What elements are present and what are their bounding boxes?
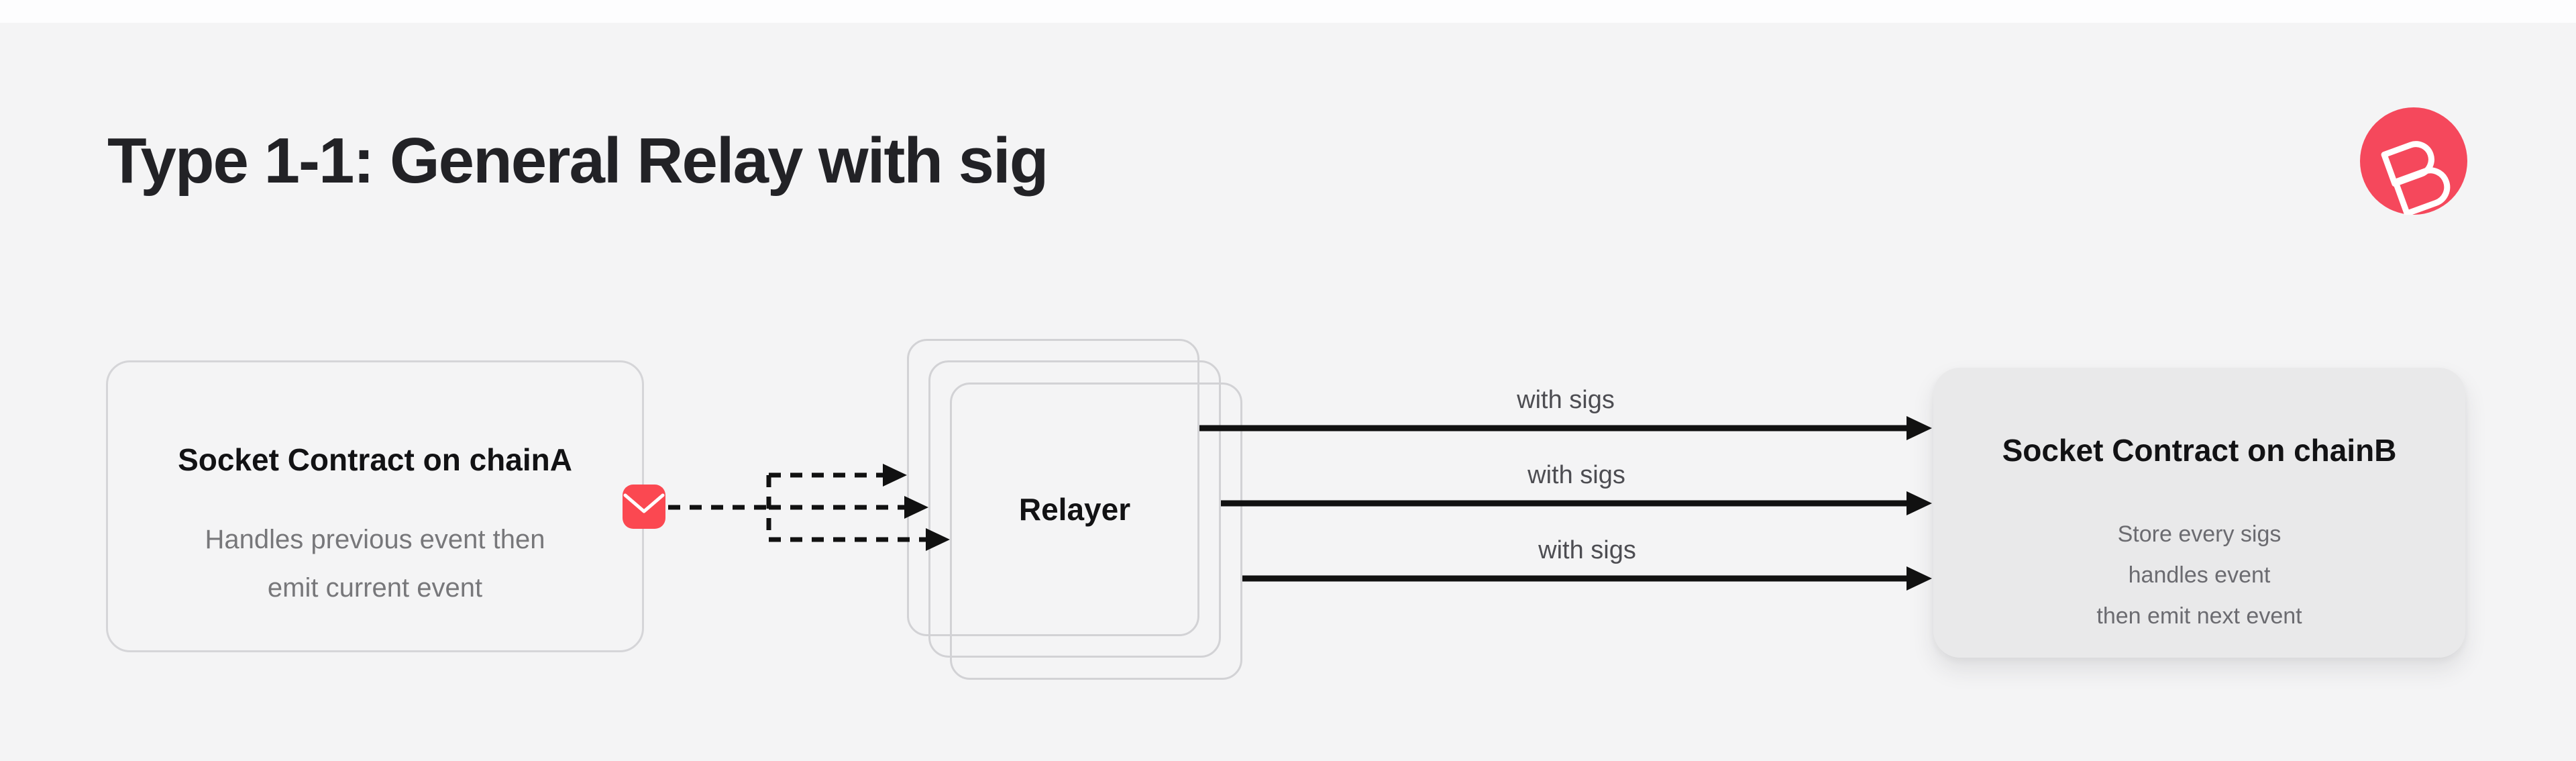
chain-a-title: Socket Contract on chainA [178, 442, 572, 477]
relayer-label: Relayer [1018, 491, 1131, 527]
with-sigs-label-1: with sigs [1517, 386, 1615, 414]
arrowhead-dashed-middle [904, 496, 928, 519]
chain-a-description: Handles previous event then emit current… [108, 515, 642, 612]
mail-flap-icon [623, 493, 665, 513]
chain-b-title: Socket Contract on chainB [2002, 433, 2397, 468]
chain-b-desc-line-3: then emit next event [2096, 603, 2302, 629]
chain-a-desc-line-2: emit current event [267, 573, 483, 603]
relayer-box-middle [928, 360, 1221, 658]
solid-arrowheads [1907, 416, 1932, 591]
dashed-connector-lines [668, 472, 926, 542]
chain-b-desc-line-1: Store every sigs [2117, 521, 2282, 547]
chain-b-description: Store every sigs handles event then emit… [1933, 514, 2465, 637]
brand-logo-icon [2360, 107, 2467, 217]
arrowhead-dashed-bottom [926, 528, 950, 551]
dashed-arrowheads [883, 464, 950, 551]
with-sigs-label-3: with sigs [1538, 536, 1636, 564]
relayer-box-front [950, 383, 1242, 680]
with-sigs-label-2: with sigs [1527, 461, 1625, 489]
arrowhead-solid-top [1907, 416, 1932, 440]
arrowhead-solid-bottom [1907, 566, 1932, 591]
chain-b-box: Socket Contract on chainB Store every si… [1933, 368, 2465, 658]
relayer-box-back [907, 339, 1199, 636]
mail-envelope-icon [623, 485, 665, 529]
arrowhead-solid-middle [1907, 491, 1932, 515]
chain-b-desc-line-2: handles event [2128, 562, 2271, 588]
chain-a-desc-line-1: Handles previous event then [205, 525, 545, 554]
brand-logo [2360, 107, 2467, 217]
solid-connector-lines [1199, 425, 1908, 582]
arrowhead-dashed-top [883, 464, 907, 487]
top-white-strip [0, 0, 2576, 23]
page-title: Type 1-1: General Relay with sig [107, 125, 1049, 197]
